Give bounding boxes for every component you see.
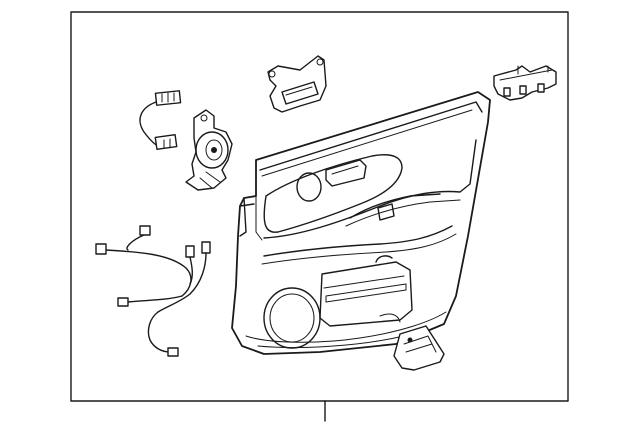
harness-connector-2 xyxy=(95,243,107,255)
harness-connector-4 xyxy=(201,241,211,254)
lower-cover-piece[interactable] xyxy=(393,325,445,371)
door-trim-panel[interactable] xyxy=(231,91,491,355)
harness-connector-1 xyxy=(139,225,151,236)
wiring-harness[interactable] xyxy=(95,225,211,357)
bracket-clip[interactable] xyxy=(493,65,557,101)
harness-connector-5 xyxy=(117,297,129,307)
courtesy-lamp-connector[interactable] xyxy=(139,90,182,151)
speaker-tweeter[interactable] xyxy=(185,109,233,191)
harness-connector-6 xyxy=(167,347,179,357)
harness-connector-3 xyxy=(185,245,195,258)
pull-handle-bezel[interactable] xyxy=(267,55,327,113)
diagram-frame xyxy=(70,11,569,422)
